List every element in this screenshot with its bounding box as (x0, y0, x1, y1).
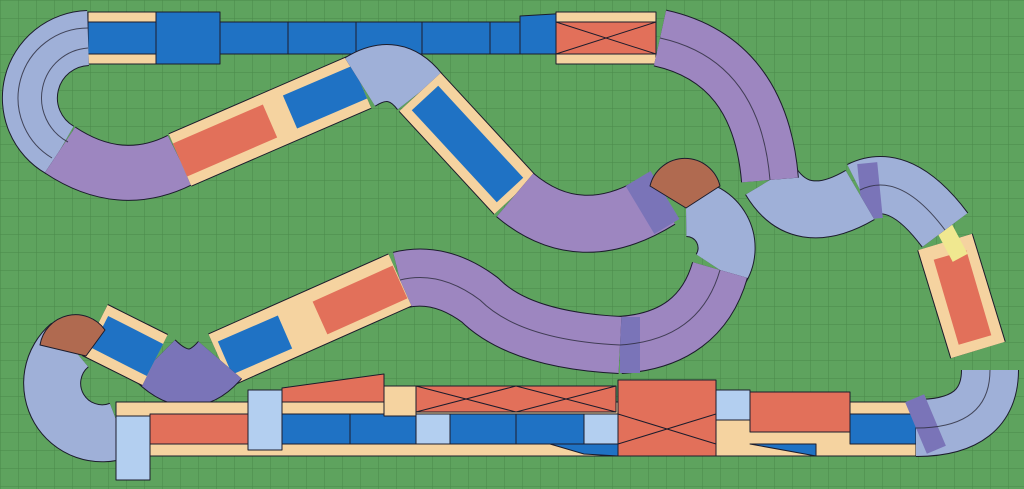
lower-diagonal-section (82, 253, 412, 407)
upper-diagonal-section (168, 44, 443, 187)
middle-diagonal-section (398, 72, 680, 253)
bottom-left-loop (23, 314, 131, 463)
slot-car-track (1, 9, 1019, 481)
top-straight-section (87, 11, 657, 65)
lane-lines (17, 27, 991, 429)
bottom-main-straight (115, 373, 917, 481)
top-left-loop (1, 10, 193, 201)
